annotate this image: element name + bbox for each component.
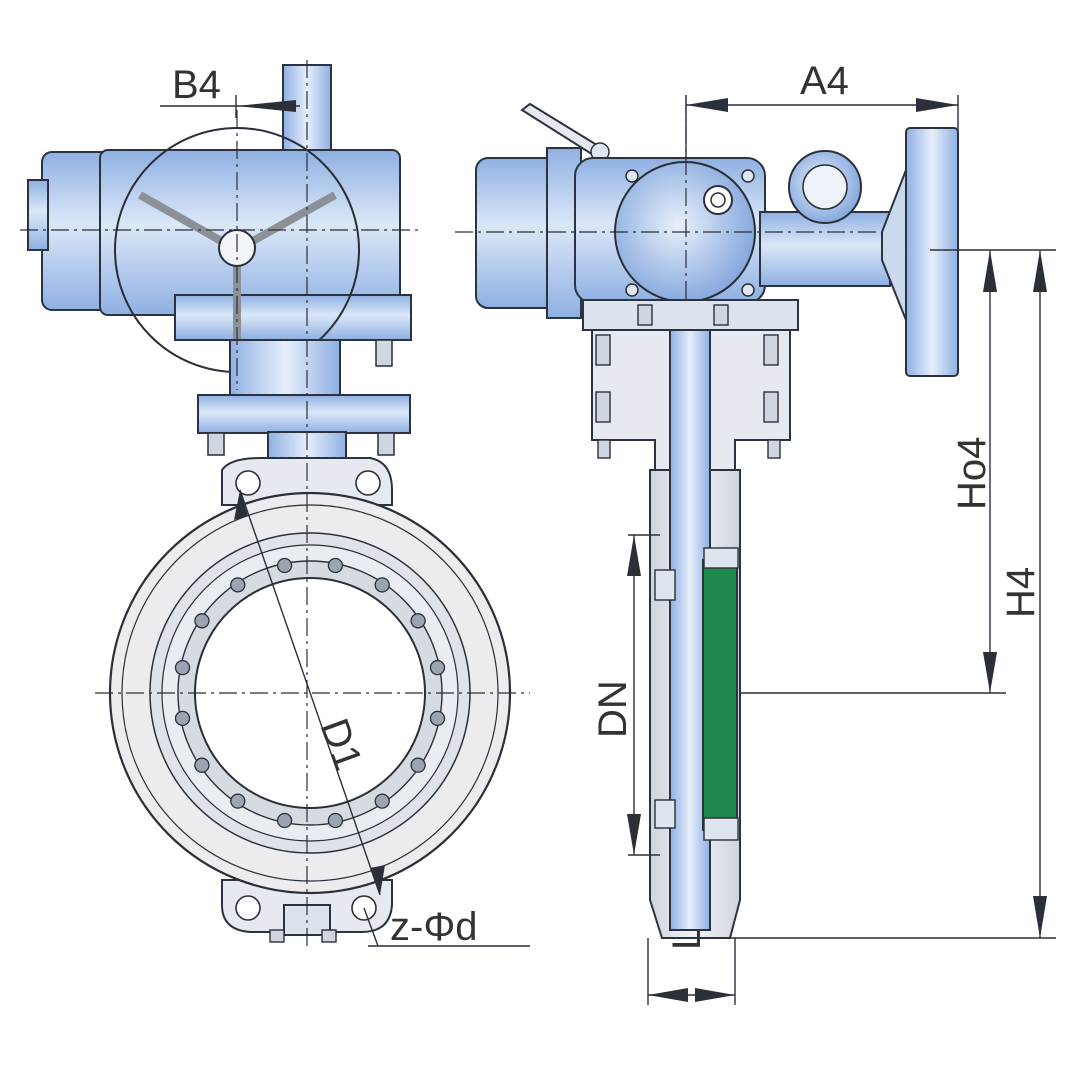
side-bolts [595,304,781,459]
bracket-upper [229,339,341,401]
label-b4: B4 [172,63,221,107]
valve-disc [702,559,738,831]
d1-dimension-line [239,489,381,896]
side-view: A4 Ho4 H4 DN L [455,59,1056,1005]
side-handwheel-hub [881,169,907,321]
bolt-hole [276,557,293,574]
mounting-flange [197,394,411,434]
label-z-phi-d: z-Φd [390,905,477,949]
side-bracket-top [582,299,799,331]
bolt-hole [174,659,191,676]
d1-arrow-top [234,490,248,520]
side-shaft-housing [759,211,891,287]
top-lug [221,457,393,506]
label-l: L [665,928,709,950]
actuator-base-plate [174,294,412,341]
bolt-hole [230,793,246,809]
bolt-hole [410,613,426,629]
bolt-hole [410,757,426,773]
gearbox-screws [625,169,755,297]
bolt-hole [327,812,344,829]
bolt-hole [374,577,390,593]
b4-arrow [236,100,296,112]
actuator-housing [99,149,401,316]
bolt-hole [194,757,210,773]
flange-bolts [207,339,395,456]
side-handwheel [905,127,959,377]
bolt-holes [174,557,446,829]
gearbox-indicator [703,185,733,215]
label-dn: DN [591,680,635,738]
bolt-hole [230,577,246,593]
bolt-hole [276,812,293,829]
bolt-hole [429,710,446,727]
bolt-hole [174,710,191,727]
bottom-bolts [269,929,337,943]
label-ho4: Ho4 [950,437,994,510]
front-view: B4 D1 z-Φd [20,60,530,950]
actuator-cap [27,179,49,251]
bolt-hole [429,659,446,676]
d1-arrow-bottom [370,865,385,895]
bolt-hole [327,557,344,574]
label-a4: A4 [800,59,849,103]
label-h4: H4 [999,567,1043,618]
bolt-hole [194,613,210,629]
disc-clamps [654,547,739,841]
bolt-hole [374,793,390,809]
